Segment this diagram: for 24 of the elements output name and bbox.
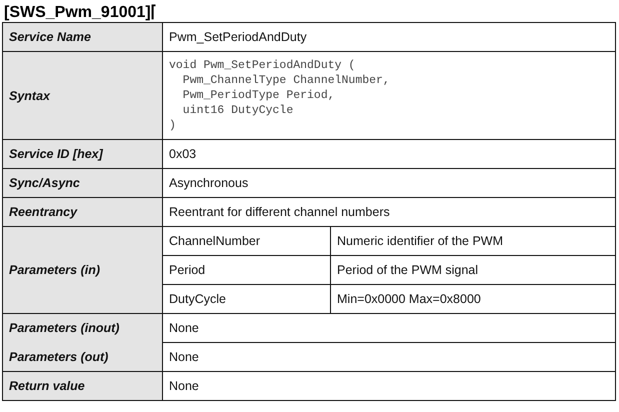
table-cell: Period of the PWM signal xyxy=(330,256,616,284)
table-cell: Period xyxy=(162,256,330,284)
row-header: Parameters (inout) xyxy=(2,314,162,342)
row-header: Parameters (in) xyxy=(2,226,162,314)
row-header: Return value xyxy=(2,372,162,400)
code-block: void Pwm_SetPeriodAndDuty ( Pwm_ChannelType ChannelNumber, Pwm_PeriodType Period, uint16 DutyCycle ) xyxy=(162,52,616,140)
table-cell: Asynchronous xyxy=(162,168,616,198)
table-cell: Reentrant for different channel numbers xyxy=(162,198,616,226)
row-header: Reentrancy xyxy=(2,198,162,226)
table-cell: None xyxy=(162,372,616,400)
table-cell: ChannelNumber xyxy=(162,226,330,256)
table-cell: 0x03 xyxy=(162,140,616,168)
table-cell: DutyCycle xyxy=(162,284,330,314)
table-cell: Numeric identifier of the PWM xyxy=(330,226,616,256)
table-cell: Pwm_SetPeriodAndDuty xyxy=(162,22,616,52)
row-header: Syntax xyxy=(2,52,162,140)
row-header: Service ID [hex] xyxy=(2,140,162,168)
row-header: Parameters (out) xyxy=(2,342,162,372)
table-cell: None xyxy=(162,314,616,342)
table-cell: None xyxy=(162,342,616,372)
row-header: Service Name xyxy=(2,22,162,52)
table-cell: Min=0x0000 Max=0x8000 xyxy=(330,284,616,314)
requirement-id-heading: [SWS_Pwm_91001]⌈ xyxy=(4,3,157,22)
row-header: Sync/Async xyxy=(2,168,162,198)
